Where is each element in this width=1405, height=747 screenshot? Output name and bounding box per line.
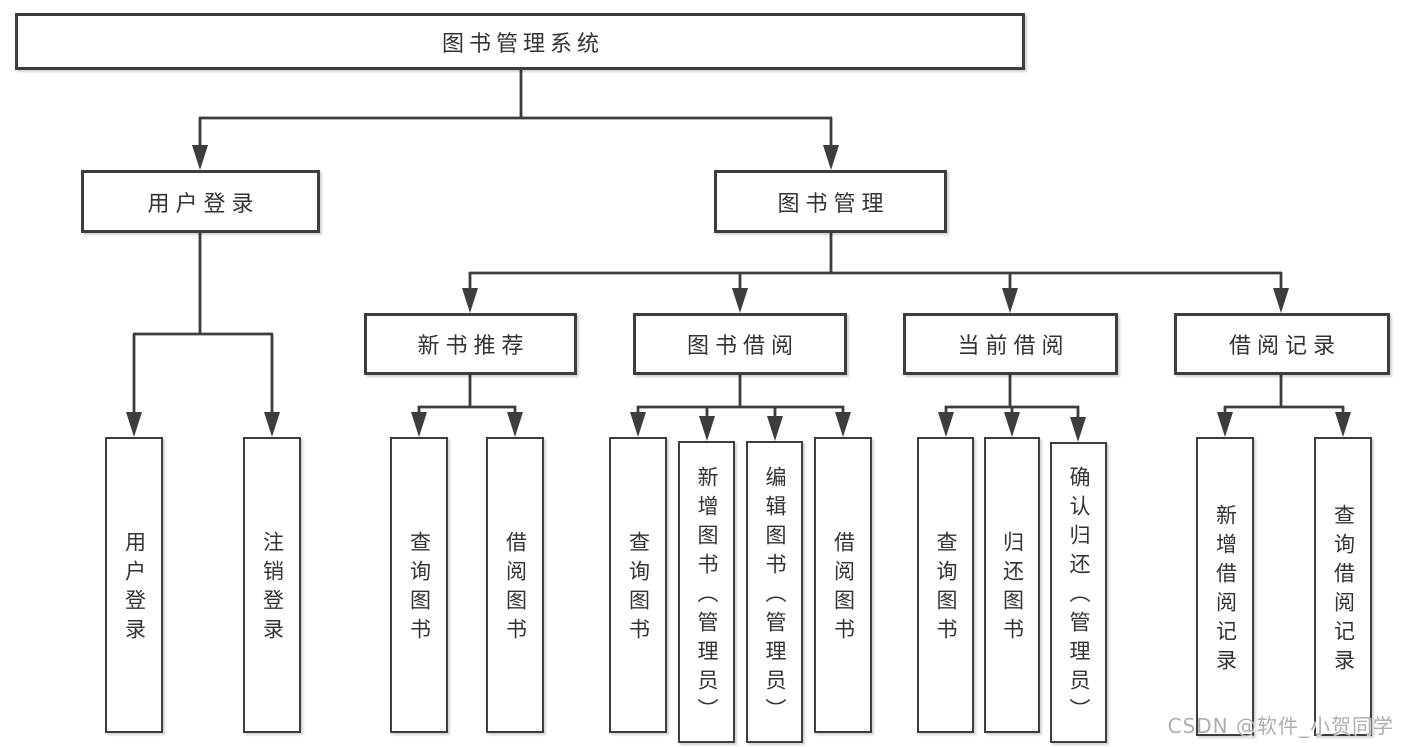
node-borrowing-records: 借阅记录 xyxy=(1174,313,1390,375)
node-book-management: 图书管理 xyxy=(714,170,947,233)
node-label: 确认归还（管理员） xyxy=(1067,466,1091,727)
node-new-book-recommendation: 新书推荐 xyxy=(364,313,577,375)
node-label: 借阅记录 xyxy=(1228,334,1341,359)
node-label: 查询图书 xyxy=(407,531,432,647)
node-label: 新书推荐 xyxy=(417,334,530,359)
node-label: 新增图书（管理员） xyxy=(695,465,719,727)
leaf-query-books-borrowing: 查询图书 xyxy=(609,437,667,733)
leaf-add-borrow-record: 新增借阅记录 xyxy=(1196,437,1254,736)
leaf-borrow-books-borrowing: 借阅图书 xyxy=(814,437,872,733)
node-label: 归还图书 xyxy=(1000,531,1025,647)
node-label: 注销登录 xyxy=(260,531,285,647)
node-user-login: 用户登录 xyxy=(81,170,320,233)
node-label: 图书管理 xyxy=(777,191,890,217)
node-label: 查询借阅记录 xyxy=(1331,503,1356,678)
leaf-edit-book-admin: 编辑图书（管理员） xyxy=(746,441,803,743)
leaf-confirm-return-admin: 确认归还（管理员） xyxy=(1050,442,1107,743)
leaf-query-borrow-record: 查询借阅记录 xyxy=(1314,437,1372,736)
node-label: 借阅图书 xyxy=(503,531,528,647)
node-label: 用户登录 xyxy=(122,531,147,647)
node-label: 查询图书 xyxy=(626,531,651,647)
node-label: 新增借阅记录 xyxy=(1213,503,1238,678)
node-label: 编辑图书（管理员） xyxy=(763,465,787,727)
node-label: 图书借阅 xyxy=(686,334,799,359)
leaf-user-login: 用户登录 xyxy=(105,437,163,733)
arrowheads xyxy=(126,145,1351,442)
leaf-return-books: 归还图书 xyxy=(984,437,1040,733)
node-label: 用户登录 xyxy=(147,191,260,217)
leaf-query-books-current: 查询图书 xyxy=(917,437,974,733)
node-current-borrowing: 当前借阅 xyxy=(903,313,1118,375)
node-label: 图书管理系统 xyxy=(441,31,604,57)
leaf-add-book-admin: 新增图书（管理员） xyxy=(678,441,735,743)
leaf-logout: 注销登录 xyxy=(243,437,301,733)
node-label: 查询图书 xyxy=(934,531,958,647)
node-book-borrowing: 图书借阅 xyxy=(633,313,847,375)
leaf-query-books-recommend: 查询图书 xyxy=(390,437,448,733)
node-label: 借阅图书 xyxy=(831,531,856,647)
connector-paths xyxy=(132,70,1345,419)
node-library-management-system: 图书管理系统 xyxy=(15,13,1025,70)
node-label: 当前借阅 xyxy=(957,334,1070,359)
leaf-borrow-books-recommend: 借阅图书 xyxy=(486,437,544,733)
